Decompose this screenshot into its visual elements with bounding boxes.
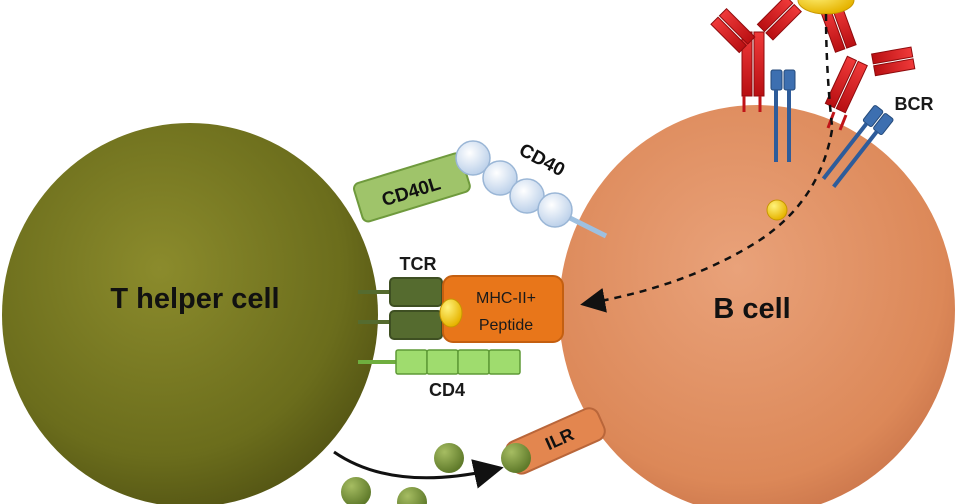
internalization-path-top (824, 13, 834, 127)
cd4-coreceptor (358, 349, 521, 375)
mhc-label-line2: Peptide (479, 317, 533, 334)
bcr-receptor-2 (821, 105, 894, 189)
peptide-antigen (439, 298, 463, 328)
cd40-receptor (455, 140, 608, 239)
interleukin-2 (341, 477, 371, 504)
antibody-1 (710, 0, 802, 112)
t-helper-cell-label: T helper cell (110, 283, 279, 315)
antigen (797, 0, 855, 15)
b-cell-label: B cell (713, 293, 790, 325)
antigen-presentation-arrow (580, 129, 834, 313)
mhc-label-line1: MHC-II+ (476, 290, 536, 307)
interleukin-bound (501, 443, 531, 473)
interleukin-3 (397, 487, 427, 504)
t-helper-cell (2, 123, 378, 504)
cd4-label: CD4 (429, 380, 465, 400)
interleukin-1 (434, 443, 464, 473)
bcr-label: BCR (895, 94, 934, 114)
internalized-peptide (766, 199, 788, 221)
secretion-arrow (333, 450, 504, 489)
cd40-label: CD40 (515, 140, 568, 181)
bcr-receptor-1 (770, 69, 796, 162)
antibody-2 (820, 4, 916, 131)
tcr-label: TCR (400, 254, 437, 274)
b-cell (559, 105, 955, 504)
